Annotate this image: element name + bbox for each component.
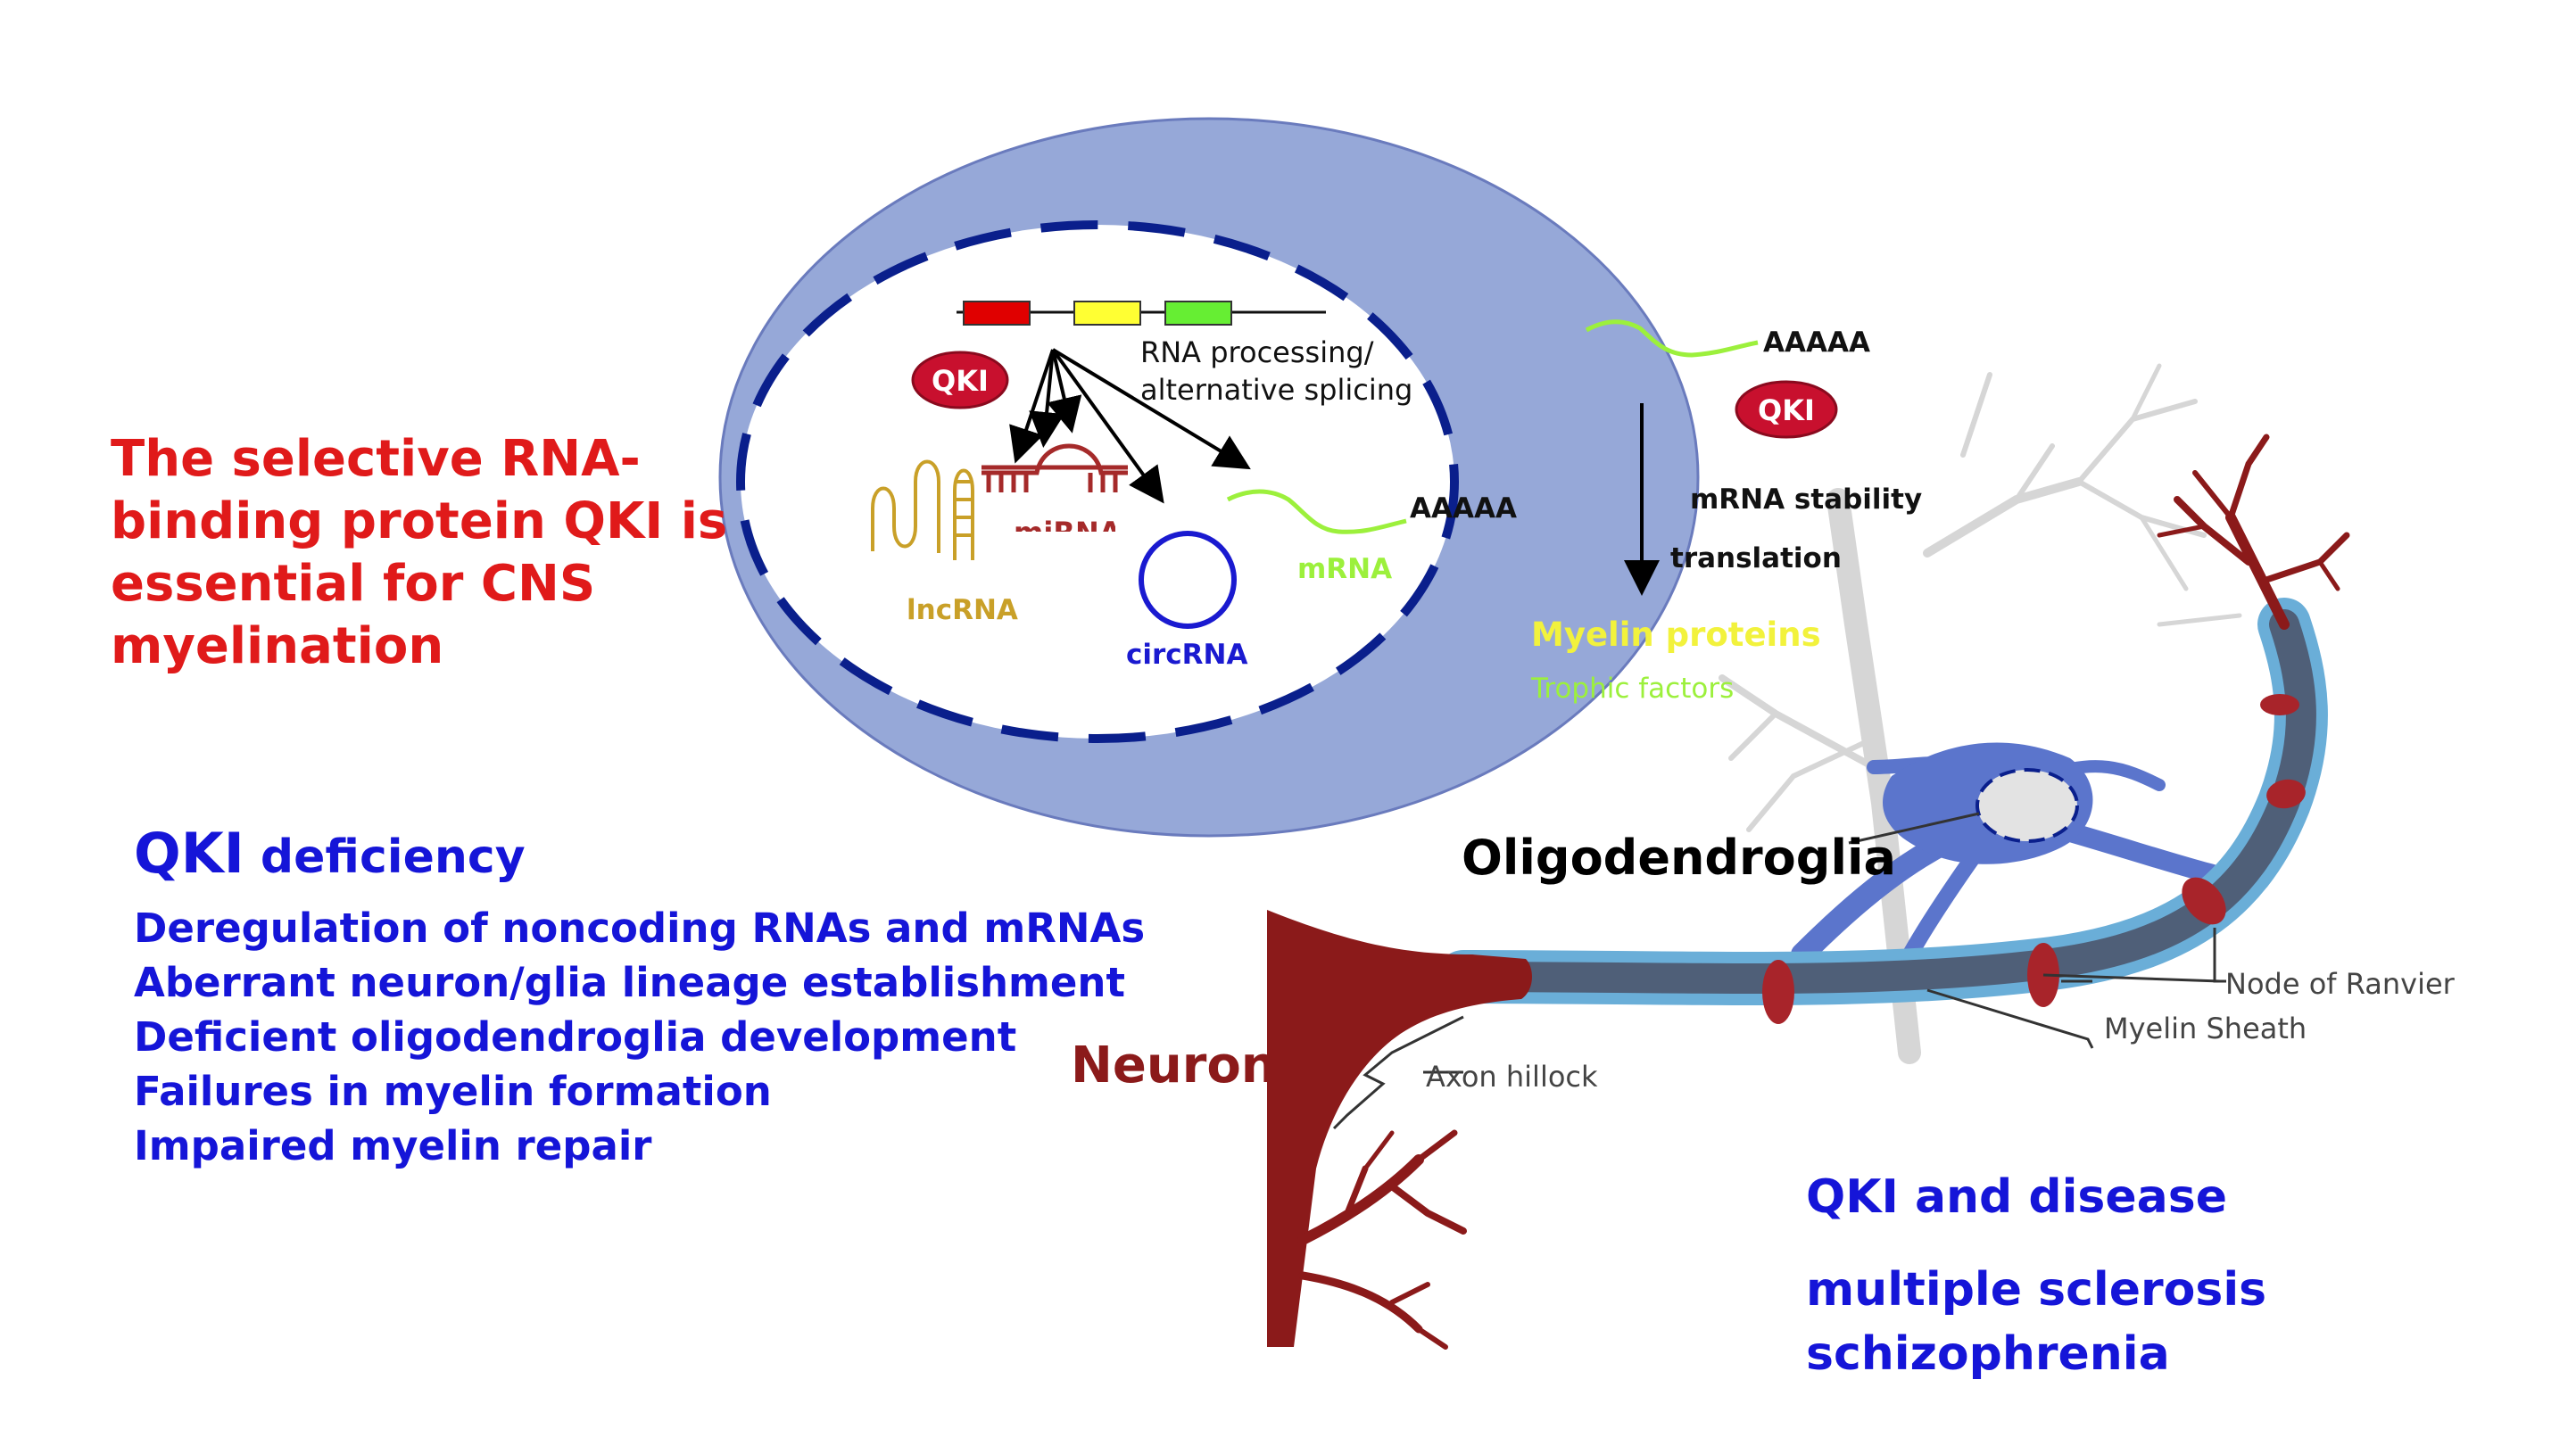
qki-disease-heading: QKI and disease [1806,1170,2227,1224]
mrna-stability-label: mRNA stability [1690,483,1922,516]
neuron-cell-body [1267,910,1532,1350]
qki-deficiency-heading: QKI deficiency [134,821,526,886]
qki-badge-nucleus: QKI [911,351,1009,409]
polya-label-cytoplasm: AAAAA [1763,326,1870,359]
mrna-label: mRNA [1297,553,1392,585]
circrna-icon [1139,531,1237,629]
exon-yellow [1073,301,1141,326]
deficiency-item: Aberrant neuron/glia lineage establishme… [134,959,1125,1006]
deficiency-item: Failures in myelin formation [134,1068,772,1115]
oligodendrocyte-soma [1883,742,2093,864]
qki-deficiency-heading-main: QKI [134,821,244,886]
axon-hillock-label: Axon hillock [1426,1060,1598,1094]
deficiency-item: Impaired myelin repair [134,1122,652,1169]
processing-arrows [1009,348,1251,504]
lncrna-label: lncRNA [907,594,1018,626]
mrna-icon-nucleus [1226,489,1407,534]
mirna-label-clip: miRNA [1014,516,1122,549]
qki-deficiency-heading-rest: deficiency [244,830,526,884]
gene-track [957,301,1326,326]
processing-label-line1: RNA processing/ [1140,335,1374,369]
myelin-proteins-label: Myelin proteins [1531,615,1821,654]
neuron-label: Neuron [1071,1037,1277,1095]
qki-disease-list: multiple sclerosis schizophrenia [1806,1258,2266,1386]
leader-lines [1332,812,2226,1130]
translation-label: translation [1670,542,1842,574]
circrna-label: circRNA [1126,639,1247,671]
node-of-ranvier-label: Node of Ranvier [2225,967,2456,1001]
oligodendroglia-label: Oligodendroglia [1462,830,1896,886]
polya-label-nucleus: AAAAA [1410,492,1517,525]
processing-label-line2: alternative splicing [1140,373,1412,407]
mirna-label: miRNA [1014,516,1122,549]
exon-red [963,301,1031,326]
mirna-icon [982,443,1128,492]
deficiency-item: Deregulation of noncoding RNAs and mRNAs [134,905,1146,952]
lncrna-icon [871,459,974,560]
disease-item: schizophrenia [1806,1327,2170,1381]
deficiency-item: Deficient oligodendroglia development [134,1013,1017,1061]
main-title: The selective RNA-binding protein QKI is… [111,430,728,675]
qki-deficiency-list: Deregulation of noncoding RNAs and mRNAs… [134,901,1145,1173]
disease-item: multiple sclerosis [1806,1263,2267,1317]
axon [1437,434,2350,1024]
trophic-factors-label: Trophic factors [1530,673,1734,705]
myelin-sheath-label: Myelin Sheath [2104,1012,2307,1045]
qki-label: QKI [932,364,989,398]
qki-label: QKI [1758,393,1815,427]
background-glia-cell [1719,363,2242,1064]
mrna-icon-cytoplasm [1585,319,1759,358]
nucleus [736,220,1459,743]
exon-green [1164,301,1232,326]
qki-badge-cytoplasm: QKI [1735,380,1838,439]
